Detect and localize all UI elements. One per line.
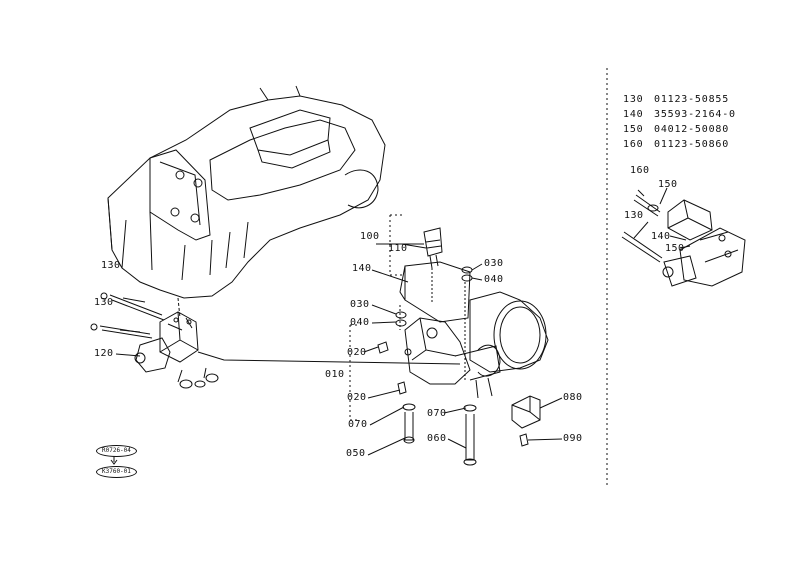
- callout-130-top: 130: [101, 260, 121, 271]
- ref-oval-bottom: K3760-01: [96, 466, 137, 478]
- part-number: 160: [623, 139, 644, 150]
- engine-block: [107, 85, 386, 319]
- part-code: 01123-50860: [654, 139, 730, 150]
- part-code: 04012-50080: [654, 124, 730, 135]
- inset-callout-160: 160: [630, 165, 650, 176]
- callout-080: 080: [563, 392, 583, 403]
- callout-110: 110: [388, 243, 408, 254]
- callout-070-left: 070: [348, 419, 368, 430]
- callout-070-right: 070: [427, 408, 447, 419]
- callout-010: 010: [325, 369, 345, 380]
- callout-030-top: 030: [484, 258, 504, 269]
- callout-040-top: 040: [484, 274, 504, 285]
- callout-090: 090: [563, 433, 583, 444]
- callout-060: 060: [427, 433, 447, 444]
- valve-assembly-120: [90, 292, 461, 389]
- inset-callout-130: 130: [624, 210, 644, 221]
- ref-connector: [110, 456, 118, 465]
- part-code: 01123-50855: [654, 94, 730, 105]
- callout-030-mid: 030: [350, 299, 370, 310]
- ref-oval-top: R0726-04: [96, 445, 137, 457]
- callout-020-bottom: 020: [347, 392, 367, 403]
- part-code: 35593-2164-0: [654, 109, 736, 120]
- callout-120: 120: [94, 348, 114, 359]
- callout-140: 140: [352, 263, 372, 274]
- callout-020-top: 020: [347, 347, 367, 358]
- pump-and-bracket: [115, 214, 563, 466]
- part-number: 140: [623, 109, 644, 120]
- inset-callout-150-bottom: 150: [665, 243, 685, 254]
- callout-100: 100: [360, 231, 380, 242]
- callout-130-bottom: 130: [94, 297, 114, 308]
- inset-callout-150-top: 150: [658, 179, 678, 190]
- callout-050: 050: [346, 448, 366, 459]
- part-number: 130: [623, 94, 644, 105]
- callout-040-mid: 040: [350, 317, 370, 328]
- part-number: 150: [623, 124, 644, 135]
- inset-assembly: [621, 187, 746, 287]
- inset-callout-140: 140: [651, 231, 671, 242]
